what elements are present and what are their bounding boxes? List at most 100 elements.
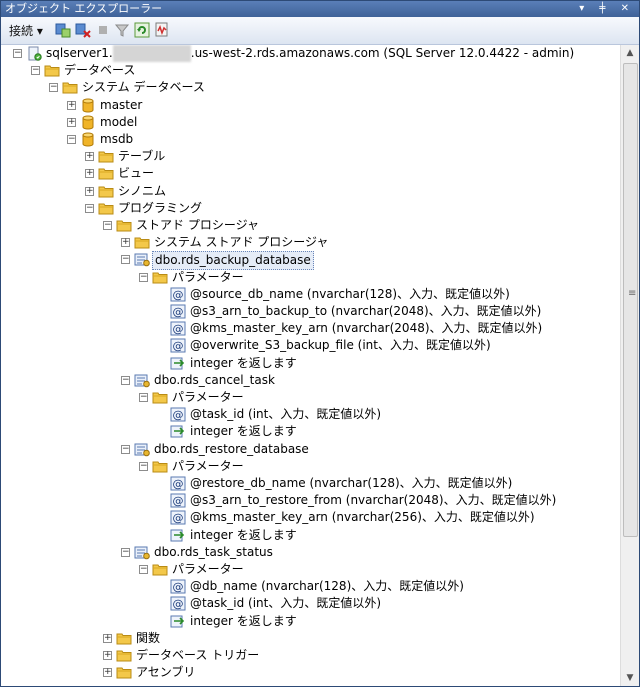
expand-toggle-icon[interactable]: + bbox=[103, 667, 112, 678]
tree-node-p-task-id-cancel[interactable]: @ @task_id (int、入力、既定値以外) bbox=[1, 406, 616, 423]
database-icon bbox=[80, 132, 96, 147]
tree-node-p-kms-backup[interactable]: @@kms_master_key_arn (nvarchar(2048)、入力、… bbox=[1, 320, 616, 337]
filter-icon[interactable] bbox=[114, 22, 130, 38]
procedure-icon bbox=[134, 442, 150, 457]
svg-text:@: @ bbox=[173, 512, 184, 525]
expand-toggle-icon[interactable]: + bbox=[67, 99, 76, 110]
scroll-up-icon[interactable]: ▲ bbox=[626, 48, 634, 58]
tree-node-p-kms-restore[interactable]: @ @kms_master_key_arn (nvarchar(256)、入力、既… bbox=[1, 509, 616, 526]
tree-node-model[interactable]: + model bbox=[1, 114, 616, 131]
tree-node-stored-procedures[interactable]: −ストアド プロシージャ bbox=[1, 217, 616, 234]
collapse-toggle-icon[interactable]: − bbox=[139, 460, 148, 471]
tree-node-proc-status[interactable]: −dbo.rds_task_status bbox=[1, 544, 616, 561]
tree-node-label: integer を返します bbox=[190, 613, 297, 628]
expand-toggle-icon[interactable]: + bbox=[103, 650, 112, 660]
tree-node-msdb[interactable]: −msdb bbox=[1, 131, 616, 148]
tree-node-programmability[interactable]: −プログラミング bbox=[1, 200, 616, 217]
database-icon bbox=[80, 98, 96, 113]
window-controls[interactable]: ▾ ╪ ✕ bbox=[579, 3, 635, 14]
collapse-toggle-icon[interactable]: − bbox=[139, 392, 148, 402]
parameter-icon: @ bbox=[170, 579, 186, 594]
tree-node-params-backup[interactable]: − パラメーター bbox=[1, 269, 616, 286]
expand-toggle-icon[interactable]: + bbox=[85, 185, 94, 196]
tree-node-p-restore-db[interactable]: @@restore_db_name (nvarchar(128)、入力、既定値以… bbox=[1, 475, 616, 492]
tree-node-label: @task_id (int、入力、既定値以外) bbox=[190, 407, 382, 422]
server-icon bbox=[26, 46, 42, 61]
collapse-toggle-icon[interactable]: − bbox=[121, 254, 130, 265]
connect-button[interactable]: 接続 ▾ bbox=[9, 24, 43, 38]
tree-node-label: @kms_master_key_arn (nvarchar(256)、入力、既定… bbox=[190, 510, 535, 525]
tree-node-proc-cancel[interactable]: −dbo.rds_cancel_task bbox=[1, 372, 616, 389]
tree-node-master[interactable]: + master bbox=[1, 97, 616, 114]
tree-node-ret-backup[interactable]: integer を返します bbox=[1, 355, 616, 372]
tree-node-p-s3-arn-backup[interactable]: @@s3_arn_to_backup_to (nvarchar(2048)、入力… bbox=[1, 303, 616, 320]
tree-node-functions[interactable]: + 関数 bbox=[1, 630, 616, 647]
tree-node-params-restore[interactable]: −パラメーター bbox=[1, 458, 616, 475]
tree-node-params-cancel[interactable]: −パラメーター bbox=[1, 389, 616, 406]
tree-node-databases[interactable]: − データベース bbox=[1, 62, 616, 79]
collapse-toggle-icon[interactable]: − bbox=[31, 65, 40, 76]
tree-node-p-overwrite[interactable]: @@overwrite_S3_backup_file (int、入力、既定値以外… bbox=[1, 337, 616, 354]
stop-icon[interactable] bbox=[95, 22, 111, 38]
collapse-toggle-icon[interactable]: − bbox=[121, 546, 130, 557]
tree-node-db-triggers[interactable]: +データベース トリガー bbox=[1, 647, 616, 664]
tree-node-label: master bbox=[100, 97, 143, 112]
expand-toggle-icon[interactable]: + bbox=[103, 632, 112, 643]
tree-node-label: @restore_db_name (nvarchar(128)、入力、既定値以外… bbox=[190, 476, 513, 490]
collapse-toggle-icon[interactable]: − bbox=[103, 220, 112, 230]
tree-node-views[interactable]: +ビュー bbox=[1, 165, 616, 182]
title-bar: オブジェクト エクスプローラー ▾ ╪ ✕ bbox=[1, 1, 639, 17]
collapse-toggle-icon[interactable]: − bbox=[139, 271, 148, 282]
refresh-icon[interactable] bbox=[134, 22, 150, 38]
tree-node-system-stored-procedures[interactable]: +システム ストアド プロシージャ bbox=[1, 234, 616, 251]
tree-node-label: パラメーター bbox=[172, 269, 244, 284]
collapse-toggle-icon[interactable]: − bbox=[121, 374, 130, 385]
redacted-hostname: xxxxxxxxxxx bbox=[112, 45, 191, 62]
collapse-toggle-icon[interactable]: − bbox=[49, 82, 58, 93]
collapse-toggle-icon[interactable]: − bbox=[85, 202, 94, 213]
svg-text:@: @ bbox=[173, 409, 184, 422]
expand-toggle-icon[interactable]: + bbox=[121, 237, 130, 248]
tree-node-ret-cancel[interactable]: integer を返します bbox=[1, 423, 616, 440]
tree-node-synonyms[interactable]: +シノニム bbox=[1, 183, 616, 200]
tree-node-p-s3-arn-restore[interactable]: @@s3_arn_to_restore_from (nvarchar(2048)… bbox=[1, 492, 616, 509]
tree-node-proc-restore[interactable]: −dbo.rds_restore_database bbox=[1, 441, 616, 458]
collapse-toggle-icon[interactable]: − bbox=[121, 443, 130, 454]
tree-node-p-source-db[interactable]: @@source_db_name (nvarchar(128)、入力、既定値以外… bbox=[1, 286, 616, 303]
expand-toggle-icon[interactable]: + bbox=[67, 116, 76, 127]
expand-toggle-icon[interactable]: + bbox=[85, 151, 94, 162]
tree-node-tables[interactable]: +テーブル bbox=[1, 148, 616, 165]
scroll-down-icon[interactable]: ▼ bbox=[626, 673, 634, 683]
return-icon bbox=[170, 424, 186, 439]
folder-icon bbox=[152, 270, 168, 285]
return-icon bbox=[170, 614, 186, 629]
tree-node-label: 関数 bbox=[136, 630, 161, 645]
expand-toggle-icon[interactable]: + bbox=[85, 168, 94, 179]
tree-node-params-status[interactable]: −パラメーター bbox=[1, 561, 616, 578]
activity-monitor-icon[interactable] bbox=[154, 22, 170, 38]
disconnect-icon[interactable] bbox=[75, 22, 91, 38]
tree-node-server[interactable]: −sqlserver1.xxxxxxxxxxx.us-west-2.rds.am… bbox=[1, 45, 616, 62]
tree-node-p-task-id-status[interactable]: @@task_id (int、入力、既定値以外) bbox=[1, 595, 616, 612]
tree-node-label: integer を返します bbox=[190, 424, 297, 439]
tree-node-p-db-name[interactable]: @@db_name (nvarchar(128)、入力、既定値以外) bbox=[1, 578, 616, 595]
scroll-thumb[interactable]: ≡ bbox=[623, 63, 638, 537]
collapse-toggle-icon[interactable]: − bbox=[13, 48, 22, 58]
tree-node-label: データベース bbox=[64, 63, 136, 78]
tree-node-assemblies[interactable]: +アセンブリ bbox=[1, 664, 616, 681]
tree-node-label: @s3_arn_to_restore_from (nvarchar(2048)、… bbox=[190, 493, 557, 508]
tree-node-label: model bbox=[100, 114, 138, 129]
collapse-toggle-icon[interactable]: − bbox=[67, 134, 76, 144]
connect-object-explorer-icon[interactable] bbox=[55, 22, 71, 38]
tree-node-system-databases[interactable]: −システム データベース bbox=[1, 79, 616, 96]
folder-icon bbox=[98, 149, 114, 164]
tree-node-ret-status[interactable]: integer を返します bbox=[1, 613, 616, 630]
svg-text:@: @ bbox=[173, 306, 184, 319]
collapse-toggle-icon[interactable]: − bbox=[139, 564, 148, 574]
tree-node-ret-restore[interactable]: integer を返します bbox=[1, 527, 616, 544]
grip-icon: ≡ bbox=[628, 288, 637, 299]
tree-node-proc-backup[interactable]: −dbo.rds_backup_database bbox=[1, 251, 616, 271]
folder-icon bbox=[98, 166, 114, 181]
window-title: オブジェクト エクスプローラー bbox=[5, 2, 163, 15]
vertical-scrollbar[interactable]: ▲ ≡ ▼ bbox=[620, 45, 639, 686]
